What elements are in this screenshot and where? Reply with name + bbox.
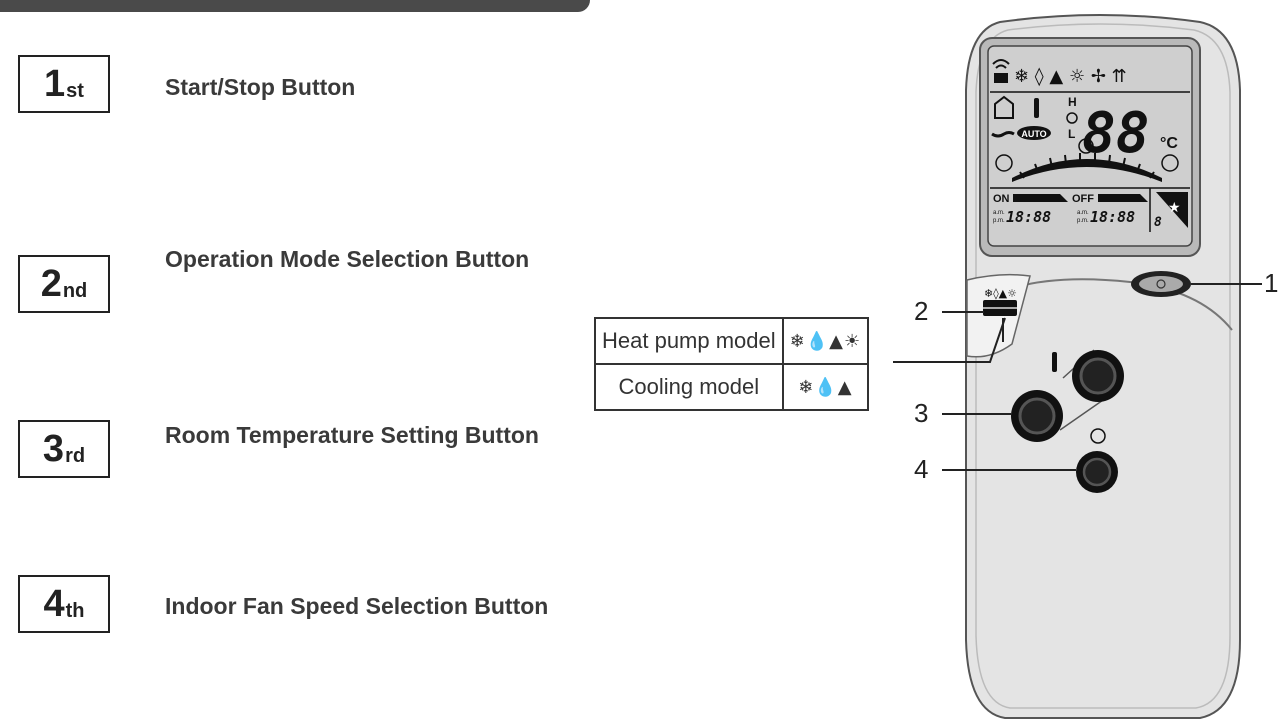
fan-right-icon: [1161, 154, 1179, 172]
step-1-number: 1: [44, 63, 66, 105]
house-icon: [994, 95, 1014, 119]
mode-button-icons: ❄◊▲☼: [984, 287, 1017, 300]
timer-on-pm: p.m.: [993, 218, 1005, 224]
model-icons-cell: ❄💧▲☀: [781, 317, 870, 365]
lcd-mode-icons: ❄ ◊ ▲ ☼ ✢ ⇈: [1014, 66, 1127, 87]
fan-low-label: L: [1068, 127, 1075, 141]
sleep-star-glyph: ★: [1168, 199, 1181, 215]
step-3-label: Room Temperature Setting Button: [165, 422, 539, 448]
sleep-star-icon: [1156, 192, 1188, 228]
temp-thermometer-icon: [1052, 352, 1057, 372]
callout-4: 4: [914, 454, 929, 484]
temp-button-bridge-b: [1059, 397, 1107, 431]
timer-off-label: OFF: [1072, 193, 1094, 205]
mode-table-connector: [893, 317, 1006, 363]
signal-icon: [992, 59, 1010, 69]
auto-badge: [1017, 126, 1051, 140]
small-digit: 8: [1154, 215, 1162, 230]
step-3-suffix: rd: [65, 445, 86, 467]
thermometer-icon: [1034, 98, 1039, 118]
fan-speed-button-face: [1082, 457, 1112, 487]
step-3-number: 3: [42, 428, 65, 470]
model-name-cell: Cooling model: [594, 363, 784, 411]
swing-icon: [991, 131, 1015, 138]
timer-off-pm: p.m.: [1077, 218, 1089, 224]
fan-face-icon: [1066, 112, 1078, 124]
step-4-label: Indoor Fan Speed Selection Button: [165, 593, 549, 619]
start-stop-button-face: [1139, 276, 1183, 292]
timer-on-label: ON: [993, 193, 1010, 205]
remote-body-inner-edge: [975, 23, 1231, 709]
timer-off-bar: [1098, 194, 1148, 202]
step-2-number: 2: [40, 263, 62, 305]
timer-on-time: 18:88: [1006, 208, 1051, 226]
model-icons-cell: ❄💧▲: [781, 363, 870, 411]
fan-high-label: H: [1068, 95, 1077, 109]
step-4-number: 4: [43, 583, 65, 625]
step-2-suffix: nd: [62, 280, 88, 302]
fan-left-icon: [995, 154, 1013, 172]
step-1-suffix: st: [66, 80, 84, 102]
table-row: Cooling model ❄💧▲: [594, 363, 870, 411]
timer-on-bar: [1013, 194, 1068, 202]
timer-off-time: 18:88: [1090, 208, 1135, 226]
callout-1: 1: [1264, 268, 1279, 298]
timer-off-am: a.m.: [1077, 210, 1089, 216]
timer-on-am: a.m.: [993, 210, 1005, 216]
step-4-suffix: th: [65, 600, 85, 622]
model-icon-table: Heat pump model ❄💧▲☀ Cooling model ❄💧▲: [594, 317, 870, 411]
battery-icon: [994, 73, 1008, 83]
temp-unit: °C: [1160, 135, 1178, 152]
header-bar: [0, 0, 590, 12]
power-icon: [1156, 279, 1166, 289]
temp-down-button-face: [1018, 397, 1056, 435]
table-row: Heat pump model ❄💧▲☀: [594, 317, 870, 365]
step-1-label: Start/Stop Button: [165, 74, 356, 100]
step-2-label: Operation Mode Selection Button: [165, 246, 530, 272]
model-name-cell: Heat pump model: [594, 317, 784, 365]
auto-label: AUTO: [1021, 129, 1046, 139]
fan-center-icon: [1078, 138, 1094, 154]
fan-button-icon: [1090, 428, 1106, 444]
temp-digits: 88: [1082, 101, 1149, 166]
callout-3: 3: [914, 398, 929, 428]
temp-up-button-face: [1079, 357, 1117, 395]
callout-2: 2: [914, 296, 929, 326]
fan-speed-arc-ticks: [1019, 153, 1155, 179]
